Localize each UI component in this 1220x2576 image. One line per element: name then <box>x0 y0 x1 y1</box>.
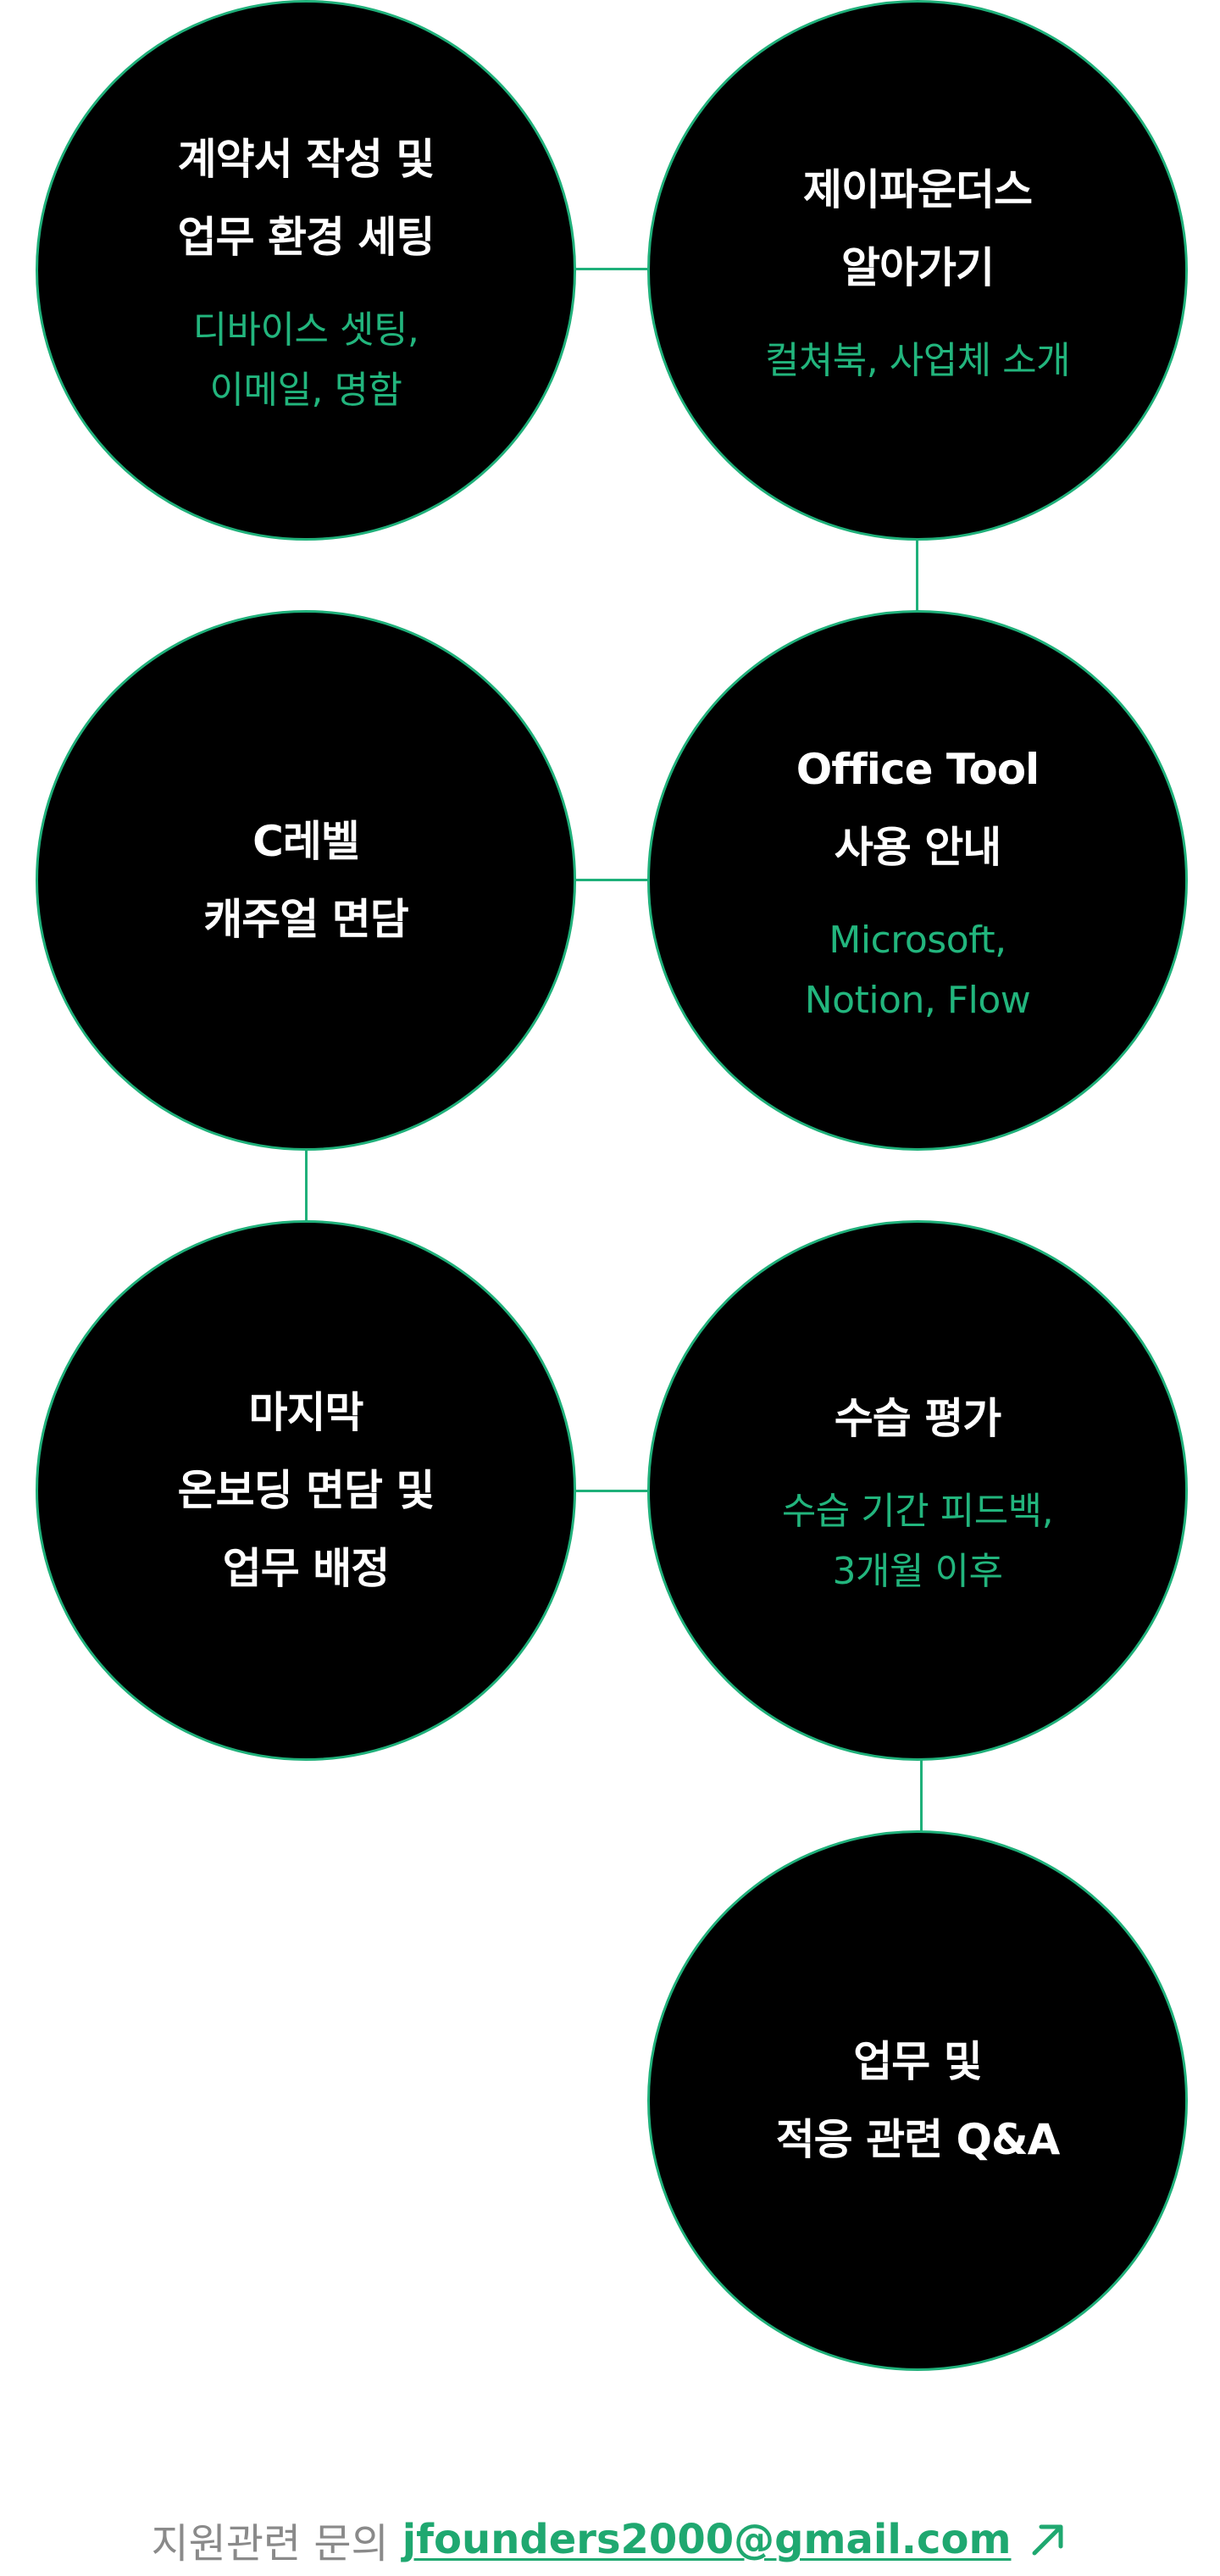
step-title: 제이파운더스 알아가기 <box>803 164 1033 292</box>
step-title: 수습 평가 <box>834 1394 1001 1443</box>
step-get-to-know-company: 제이파운더스 알아가기 컬쳐북, 사업체 소개 <box>647 0 1188 541</box>
step-title: 업무 및 적응 관련 Q&A <box>775 2037 1061 2164</box>
arrow-up-right-icon[interactable] <box>1028 2519 1068 2560</box>
step-subtitle: 컬쳐북, 사업체 소개 <box>764 338 1071 382</box>
step-title: C레벨 캐주얼 면담 <box>203 817 408 944</box>
connector-step2-step4 <box>916 539 918 612</box>
contact-email-link[interactable]: jfounders2000@gmail.com <box>402 2516 1012 2563</box>
connector-step3-step4 <box>574 879 647 881</box>
connector-step3-step5 <box>305 1149 308 1222</box>
step-subtitle: 디바이스 셋팅, 이메일, 명함 <box>192 308 419 412</box>
step-subtitle: Microsoft, Notion, Flow <box>804 919 1031 1022</box>
step-title: Office Tool 사용 안내 <box>796 745 1040 872</box>
contact-label: 지원관련 문의 <box>151 2520 389 2568</box>
step-final-onboarding: 마지막 온보딩 면담 및 업무 배정 <box>36 1220 576 1761</box>
step-work-qna: 업무 및 적응 관련 Q&A <box>647 1830 1188 2371</box>
connector-step5-step6 <box>574 1490 647 1492</box>
step-subtitle: 수습 기간 피드백, 3개월 이후 <box>781 1490 1054 1593</box>
contact-footer: 지원관련 문의 jfounders2000@gmail.com <box>0 2503 1220 2576</box>
step-c-level-interview: C레벨 캐주얼 면담 <box>36 610 576 1151</box>
step-probation-review: 수습 평가 수습 기간 피드백, 3개월 이후 <box>647 1220 1188 1761</box>
step-office-tool-guide: Office Tool 사용 안내 Microsoft, Notion, Flo… <box>647 610 1188 1151</box>
connector-step6-step7 <box>920 1759 923 1832</box>
connector-step1-step2 <box>574 268 647 270</box>
step-contract-setup: 계약서 작성 및 업무 환경 세팅 디바이스 셋팅, 이메일, 명함 <box>36 0 576 541</box>
step-title: 마지막 온보딩 면담 및 업무 배정 <box>177 1388 435 1593</box>
step-title: 계약서 작성 및 업무 환경 세팅 <box>177 135 435 262</box>
